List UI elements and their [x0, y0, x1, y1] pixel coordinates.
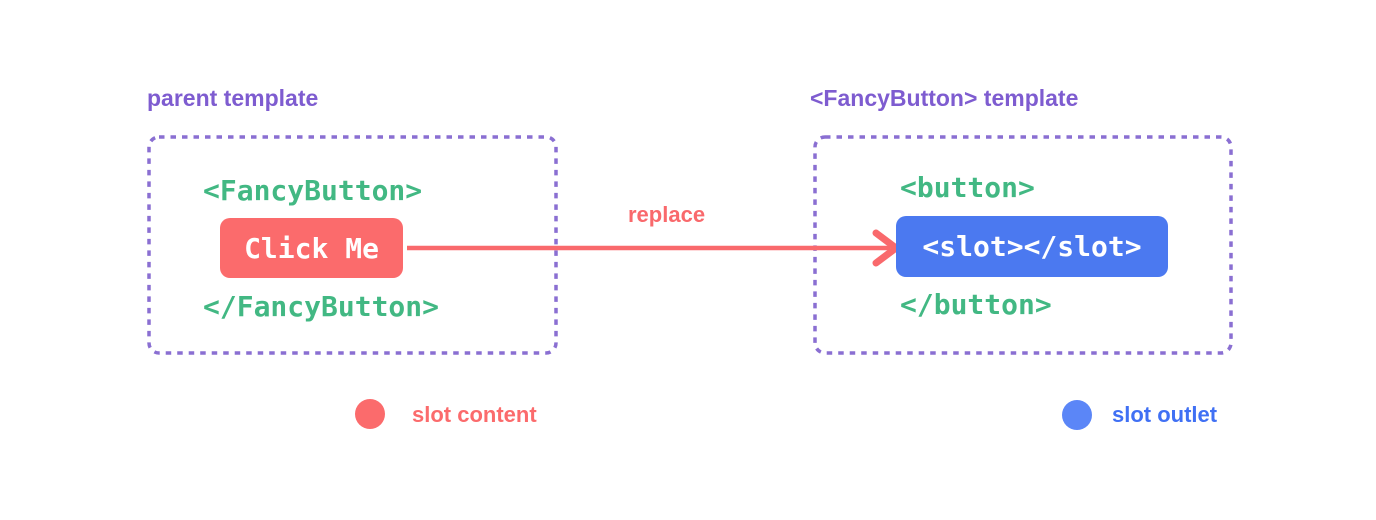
slot-outlet-chip: <slot></slot>	[896, 216, 1168, 277]
parent-template-title: parent template	[147, 85, 319, 111]
replace-arrow-label: replace	[628, 202, 706, 227]
slot-content-dot-icon	[355, 399, 385, 429]
replace-arrow	[407, 229, 900, 267]
button-close-tag: </button>	[900, 288, 1052, 321]
fancybutton-open-tag: <FancyButton>	[203, 174, 423, 207]
parent-template-box	[147, 135, 558, 355]
click-me-label: Click Me	[244, 231, 379, 265]
click-me-slot-content-chip: Click Me	[220, 218, 403, 278]
slot-outlet-dot-icon	[1062, 400, 1092, 430]
button-open-tag: <button>	[900, 171, 1035, 204]
fancybutton-template-title: <FancyButton> template	[810, 85, 1079, 111]
slot-outlet-legend-label: slot outlet	[1112, 402, 1218, 427]
fancybutton-template-box	[813, 135, 1233, 355]
slot-content-legend-label: slot content	[412, 402, 537, 427]
fancybutton-close-tag: </FancyButton>	[203, 290, 440, 323]
slot-outlet-label: <slot></slot>	[922, 230, 1142, 263]
